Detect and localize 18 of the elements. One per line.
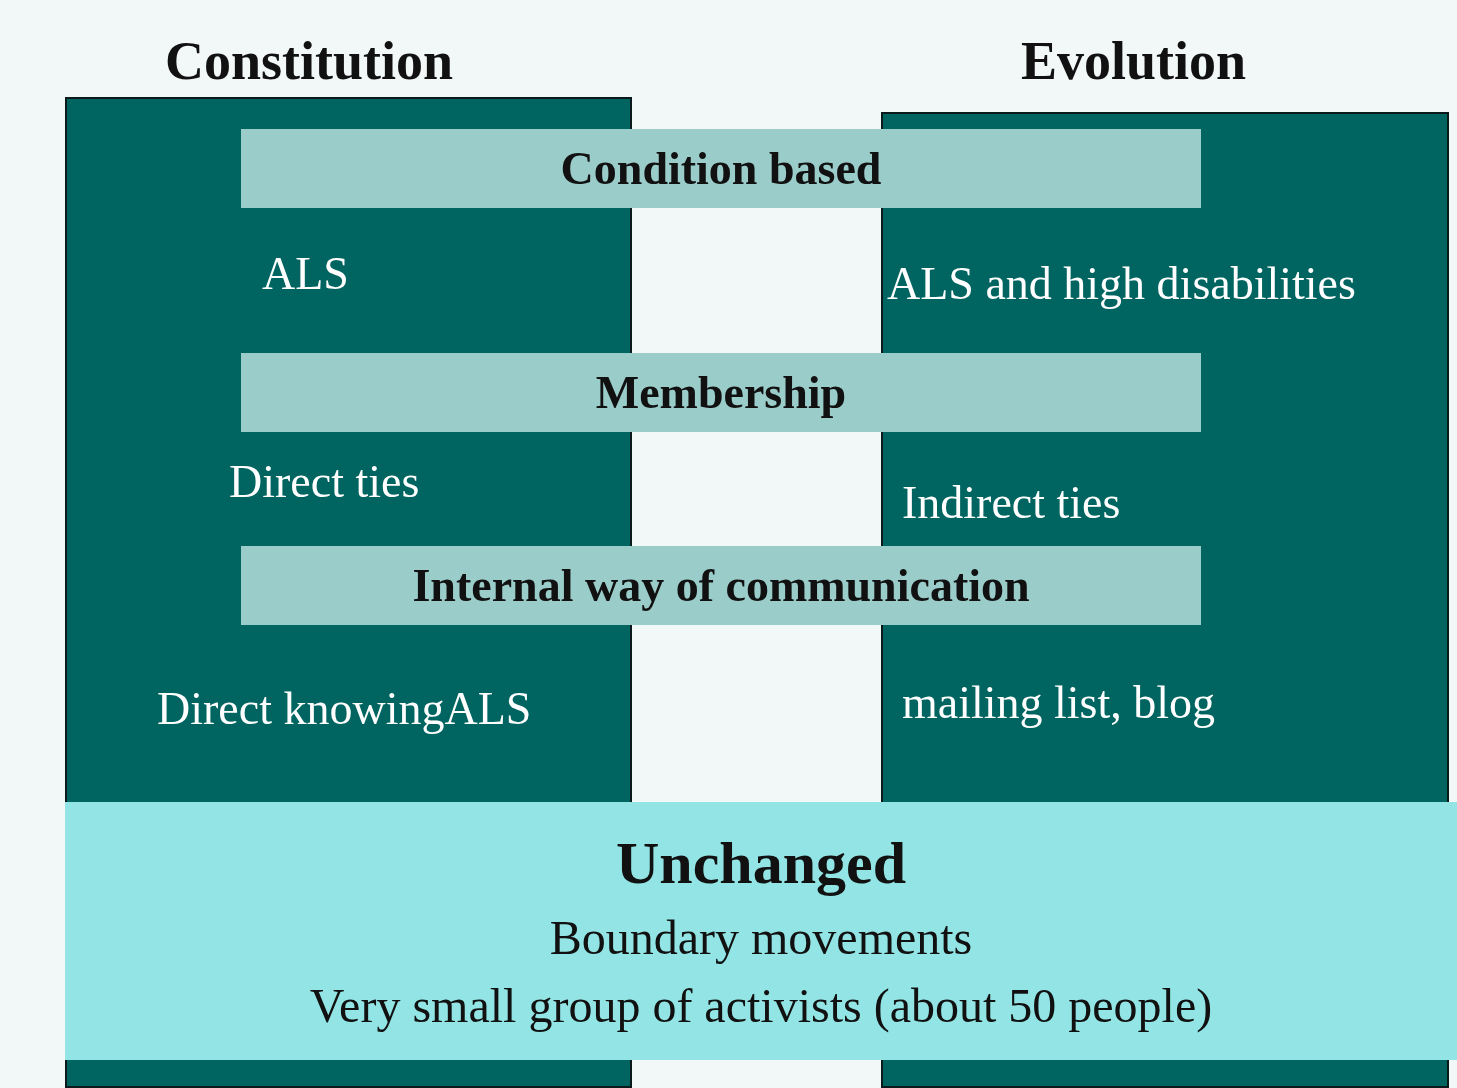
column-text: ALS [262, 248, 349, 301]
band-heading: Membership [595, 366, 847, 419]
column-text: Indirect ties [902, 477, 1121, 530]
category-band [241, 353, 1201, 432]
column-heading: Constitution [165, 30, 454, 93]
column-heading: Evolution [1021, 30, 1247, 93]
panel-heading: Unchanged [615, 829, 907, 899]
band-heading: Internal way of communication [412, 559, 1030, 612]
category-band [241, 129, 1201, 208]
band-heading: Condition based [560, 142, 882, 195]
summary-panel [65, 802, 1457, 1060]
column-text: ALS and high disabilities [887, 258, 1356, 311]
column-text: Direct ties [229, 456, 420, 509]
category-band [241, 546, 1201, 625]
column-text: mailing list, blog [902, 677, 1216, 730]
column-text: Direct knowingALS [157, 683, 532, 736]
panel-text: Boundary movements [549, 910, 973, 966]
panel-text: Very small group of activists (about 50 people) [309, 977, 1213, 1033]
